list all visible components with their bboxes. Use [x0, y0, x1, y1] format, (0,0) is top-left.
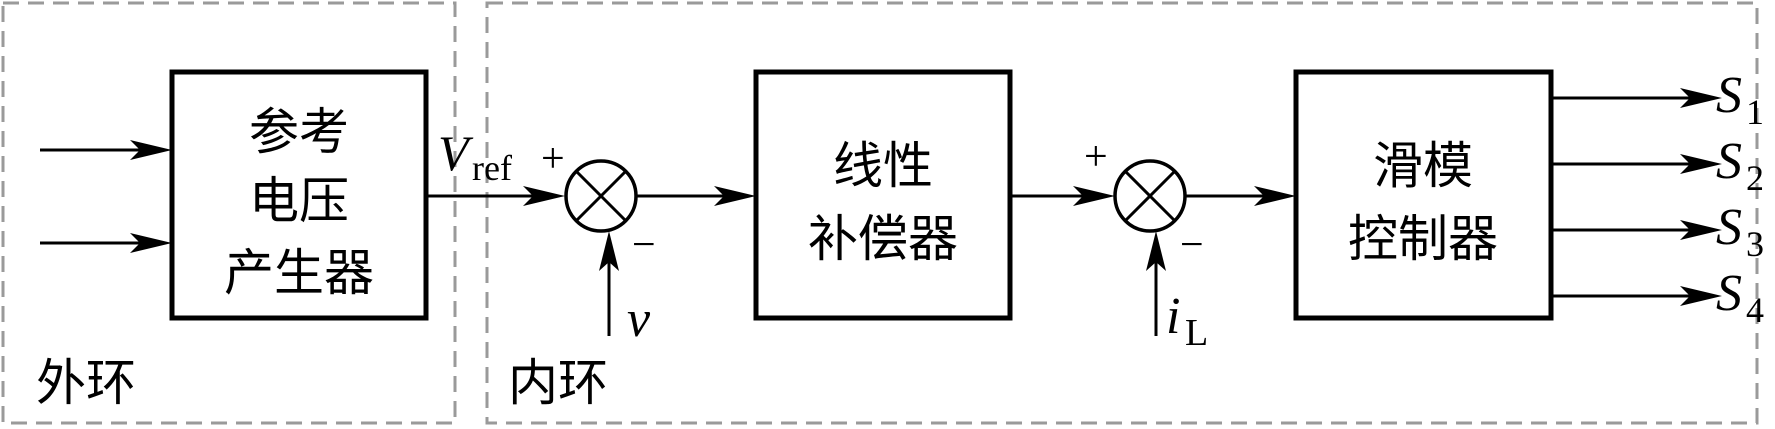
output-s1-label: S	[1716, 67, 1742, 124]
vref-arrowhead	[523, 186, 565, 206]
current-feedback-subscript: L	[1185, 312, 1208, 354]
sliding-mode-controller-block	[1293, 69, 1554, 321]
sum2-plus-sign: +	[1084, 134, 1108, 180]
sum2-to-smc-arrowhead	[1254, 186, 1296, 206]
current-feedback-arrowhead	[1146, 231, 1166, 271]
linear-compensator-line-2: 补偿器	[808, 210, 958, 268]
linear-compensator-line-1: 线性	[833, 137, 933, 195]
output-s3-subscript: 3	[1746, 224, 1764, 264]
input-arrowhead-2	[130, 233, 172, 253]
sum1-plus-sign: +	[541, 136, 565, 182]
voltage-feedback-arrowhead	[599, 231, 619, 271]
output-s4-subscript: 4	[1746, 290, 1764, 330]
sum2-minus-sign: −	[1180, 222, 1204, 268]
reference-generator-line-3: 产生器	[224, 244, 374, 302]
vref-subscript: ref	[472, 148, 512, 188]
input-arrowhead-1	[130, 140, 172, 160]
output-s1-arrowhead	[1680, 88, 1722, 108]
reference-voltage-generator-block	[169, 69, 429, 321]
output-s3-arrowhead	[1680, 220, 1722, 240]
linear-compensator-block	[753, 69, 1013, 321]
output-s4-arrowhead	[1680, 286, 1722, 306]
output-s2-label: S	[1716, 133, 1742, 190]
sum1-to-compensator-arrowhead	[714, 186, 756, 206]
sliding-mode-controller-line-1: 滑模	[1373, 137, 1473, 195]
sliding-mode-controller-line-2: 控制器	[1348, 210, 1498, 268]
reference-generator-line-2: 电压	[249, 172, 349, 230]
outer-loop-label: 外环	[36, 354, 136, 412]
output-s2-arrowhead	[1680, 154, 1722, 174]
output-s2-subscript: 2	[1746, 158, 1764, 198]
summing-junction-1-cross-b	[575, 170, 627, 222]
output-s1-subscript: 1	[1746, 92, 1764, 132]
reference-generator-line-1: 参考	[249, 103, 349, 161]
current-feedback-label: i	[1166, 288, 1180, 345]
summing-junction-2-cross-b	[1124, 170, 1176, 222]
compensator-to-sum2-arrowhead	[1073, 186, 1115, 206]
output-s3-label: S	[1716, 199, 1742, 256]
output-s4-label: S	[1716, 265, 1742, 322]
sum1-minus-sign: −	[632, 222, 656, 268]
inner-loop-region	[485, 1, 1759, 425]
voltage-feedback-label: v	[627, 291, 651, 348]
outer-loop-region	[1, 1, 457, 425]
vref-label: V	[438, 125, 474, 181]
inner-loop-label: 内环	[508, 354, 608, 412]
